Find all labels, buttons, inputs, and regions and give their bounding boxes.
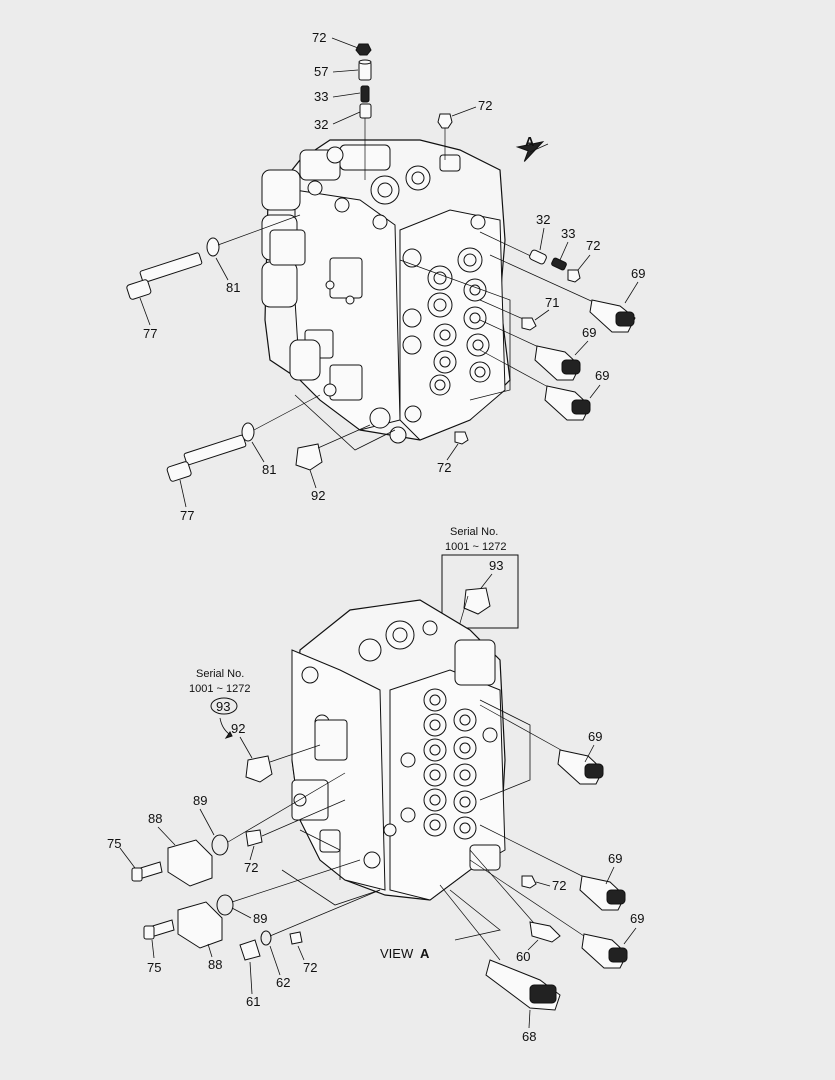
label-61: 61	[246, 994, 260, 1009]
label-88: 88	[208, 957, 222, 972]
bottom-part-labels: 92 69 89 88 75 72 69 72 89 69 75 88 62 7…	[107, 721, 644, 1044]
label-69: 69	[631, 266, 645, 281]
right-hardware	[399, 231, 636, 421]
label-69: 69	[608, 851, 622, 866]
label-81: 81	[262, 462, 276, 477]
label-81: 81	[226, 280, 240, 295]
serial-box-range: 1001 ~ 1272	[445, 541, 506, 553]
label-75: 75	[107, 836, 121, 851]
label-69: 69	[582, 325, 596, 340]
label-32: 32	[314, 117, 328, 132]
label-72: 72	[437, 460, 451, 475]
label-72: 72	[552, 878, 566, 893]
label-89: 89	[193, 793, 207, 808]
label-93: 93	[216, 699, 230, 714]
lower-right-hardware	[439, 699, 628, 1011]
label-69: 69	[630, 911, 644, 926]
view-a-arrow	[515, 141, 549, 162]
relief-valve-69f	[581, 933, 628, 969]
top-part-labels: 72 57 33 32 72 A 32 33 72 69 71 69 69 81…	[139, 30, 645, 523]
serial-number-note: Serial No. 1001 ~ 1272 93	[189, 668, 250, 739]
plug-92-upper	[295, 424, 469, 471]
label-69: 69	[588, 729, 602, 744]
label-75: 75	[147, 960, 161, 975]
serial-note-title: Serial No.	[196, 668, 244, 680]
label-57: 57	[314, 64, 328, 79]
left-bolts-upper	[126, 214, 396, 482]
label-62: 62	[276, 975, 290, 990]
label-77: 77	[143, 326, 157, 341]
top-stack-hardware	[355, 43, 453, 180]
label-88: 88	[148, 811, 162, 826]
view-label: VIEW	[380, 946, 414, 961]
relief-valve-69b	[534, 345, 581, 381]
lower-port-array	[400, 688, 498, 840]
label-72: 72	[303, 960, 317, 975]
lower-valve-assembly	[291, 599, 506, 901]
label-72: 72	[312, 30, 326, 45]
relief-valve-69a	[589, 299, 636, 333]
label-71: 71	[545, 295, 559, 310]
serial-number-box: Serial No. 1001 ~ 1272 93	[441, 526, 519, 641]
label-89: 89	[253, 911, 267, 926]
label-93: 93	[489, 558, 503, 573]
relief-valve-69c	[544, 385, 591, 421]
relief-valve-69d	[557, 749, 604, 785]
solenoid-68	[485, 959, 561, 1011]
label-92: 92	[231, 721, 245, 736]
label-92: 92	[311, 488, 325, 503]
label-60: 60	[516, 949, 530, 964]
view-label-letter: A	[420, 946, 430, 961]
upper-valve-assembly	[261, 139, 511, 444]
label-72: 72	[586, 238, 600, 253]
label-33: 33	[561, 226, 575, 241]
label-72: 72	[478, 98, 492, 113]
relief-valve-69e	[579, 875, 626, 911]
label-72: 72	[244, 860, 258, 875]
label-a: A	[525, 134, 535, 149]
label-69: 69	[595, 368, 609, 383]
label-32: 32	[536, 212, 550, 227]
serial-box-title: Serial No.	[450, 526, 498, 538]
label-77: 77	[180, 508, 194, 523]
serial-note-range: 1001 ~ 1272	[189, 683, 250, 695]
label-33: 33	[314, 89, 328, 104]
label-68: 68	[522, 1029, 536, 1044]
lower-left-hardware	[131, 744, 381, 961]
